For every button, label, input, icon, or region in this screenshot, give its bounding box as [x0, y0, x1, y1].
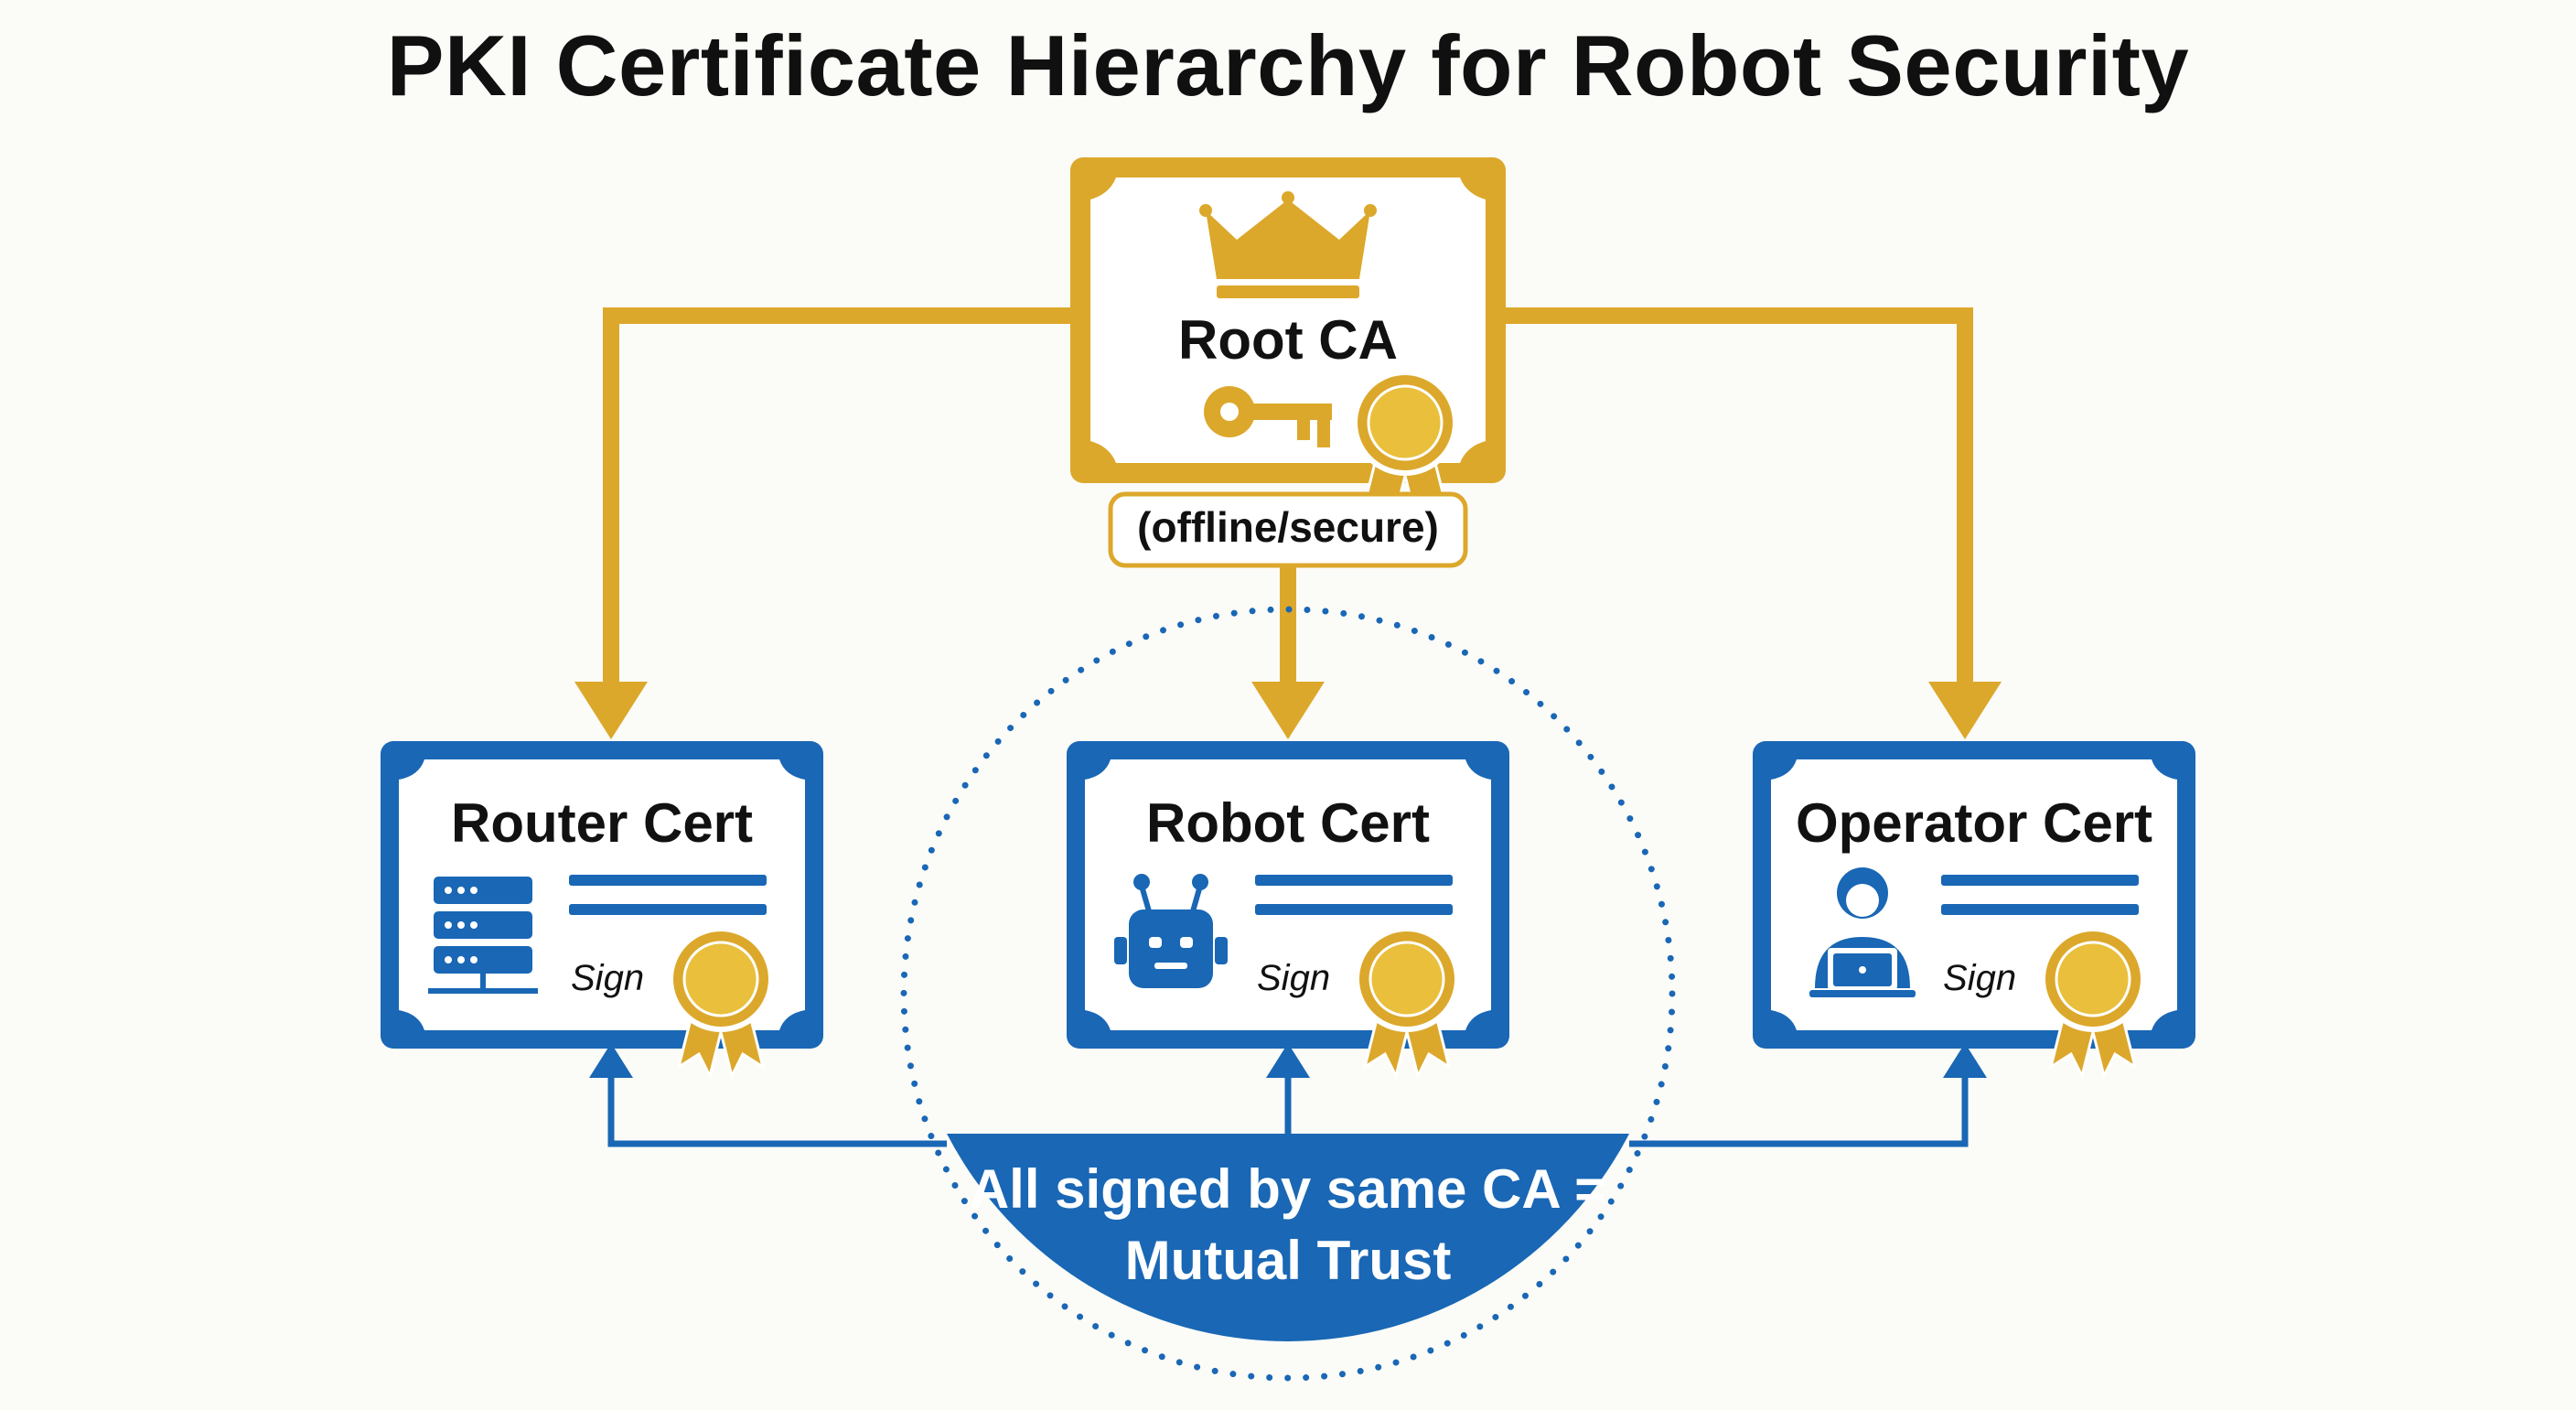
- robot-certificate: Robot Cert Sign: [1067, 741, 1509, 1078]
- trust-arrow-router: [589, 1043, 633, 1078]
- router-signature: Sign: [571, 958, 644, 998]
- seal-icon: [1352, 924, 1462, 1078]
- seal-icon: [666, 924, 776, 1078]
- operator-laptop-icon: [1809, 867, 1916, 997]
- root-ca-label: Root CA: [1178, 309, 1398, 371]
- robot-signature: Sign: [1257, 958, 1330, 998]
- trust-banner: [947, 1134, 1629, 1341]
- trust-connector-left: [607, 1072, 947, 1147]
- offline-note: (offline/secure): [1137, 503, 1439, 551]
- arrowhead-operator: [1928, 682, 2002, 739]
- router-certificate: Router Cert Sign: [381, 741, 823, 1078]
- operator-cert-label: Operator Cert: [1796, 792, 2152, 854]
- operator-certificate: Operator Cert Sign: [1753, 741, 2195, 1078]
- trust-connector-right: [1629, 1072, 1969, 1147]
- server-icon: [428, 877, 538, 994]
- root-ca-certificate: Root CA (offline/secure): [1070, 157, 1506, 568]
- trust-arrow-operator: [1943, 1043, 1987, 1078]
- arrowhead-robot: [1251, 682, 1325, 739]
- router-cert-label: Router Cert: [451, 792, 753, 854]
- trust-circle: [900, 606, 1676, 1382]
- root-connectors: [574, 307, 2002, 739]
- trust-line-1: All signed by same CA =: [970, 1158, 1606, 1220]
- trust-connectors: [589, 1043, 1987, 1147]
- crown-icon: [1199, 191, 1377, 298]
- arrowhead-router: [574, 682, 648, 739]
- trust-arrow-robot: [1266, 1043, 1310, 1078]
- robot-icon: [1114, 874, 1228, 988]
- diagram-title: PKI Certificate Hierarchy for Robot Secu…: [386, 17, 2190, 113]
- connector-root-to-router: [603, 307, 1070, 695]
- offline-note-box: [1108, 491, 1468, 568]
- robot-cert-label: Robot Cert: [1146, 792, 1430, 854]
- operator-signature: Sign: [1943, 958, 2016, 998]
- trust-line-2: Mutual Trust: [1125, 1230, 1452, 1291]
- connector-root-to-operator: [1506, 307, 1973, 695]
- seal-icon: [2038, 924, 2148, 1078]
- key-icon: [1204, 386, 1332, 447]
- trust-zone: [900, 606, 1676, 1382]
